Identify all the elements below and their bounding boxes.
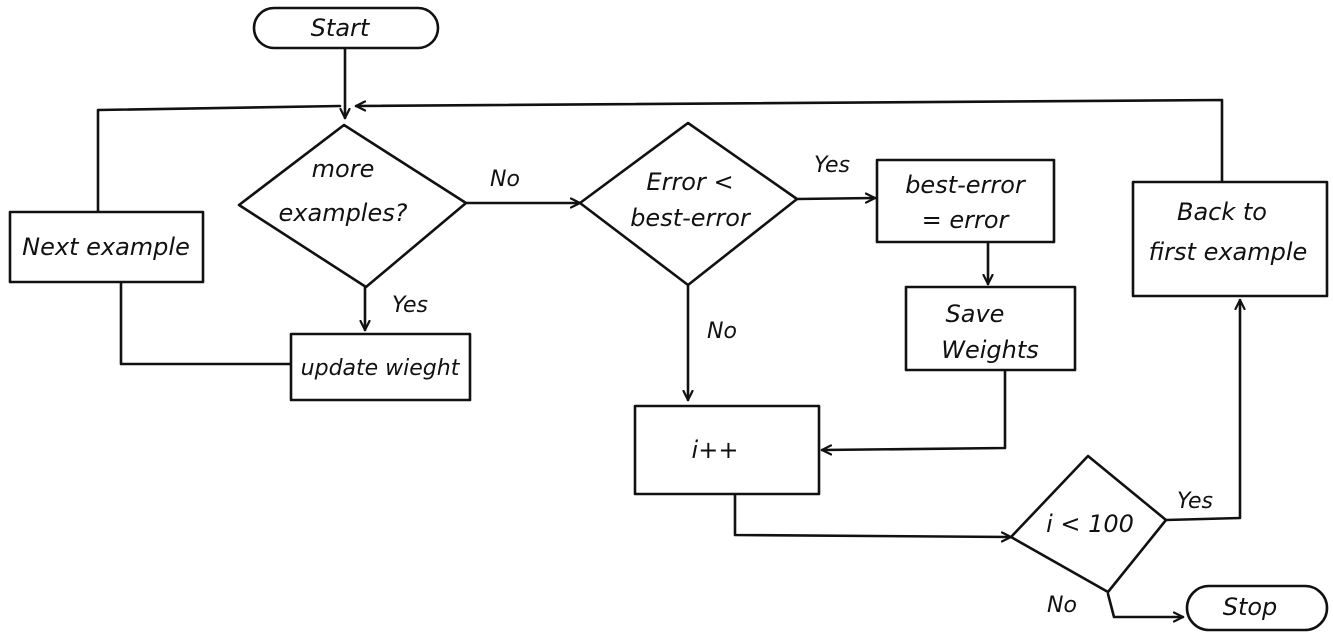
process-increment-label: i++ — [692, 436, 739, 464]
edge-back-to-first-to-decision — [354, 98, 1224, 184]
edge-next-example-to-decision — [96, 104, 342, 214]
edge-labels: No Yes Yes No Yes No — [392, 153, 1213, 618]
decision-more-examples: more examples? — [237, 123, 468, 289]
label-more-no: No — [490, 167, 520, 192]
process-increment: i++ — [633, 404, 821, 496]
edge-save-to-increment — [820, 368, 1007, 450]
start-label: Start — [311, 14, 371, 42]
process-best-error-line2: = error — [922, 206, 1011, 234]
decision-more-examples-line1: more — [312, 155, 375, 183]
label-error-yes: Yes — [814, 153, 850, 178]
edge-loop-yes — [1164, 298, 1240, 522]
start-terminal: Start — [252, 6, 440, 50]
label-error-no: No — [707, 319, 737, 344]
process-save-weights-line1: Save — [946, 300, 1005, 328]
process-next-example: Next example — [8, 210, 205, 284]
connectors — [96, 45, 1240, 617]
decision-error-line2: best-error — [630, 204, 752, 232]
label-more-yes: Yes — [392, 293, 428, 318]
process-save-weights-line2: Weights — [941, 336, 1039, 364]
stop-terminal: Stop — [1185, 584, 1329, 632]
label-loop-no: No — [1047, 593, 1077, 618]
decision-loop-label: i < 100 — [1046, 510, 1134, 538]
decision-error: Error < best-error — [578, 121, 799, 287]
edge-increment-to-loop — [733, 492, 1013, 537]
process-save-weights: Save Weights — [904, 285, 1077, 372]
process-back-to-first-line1: Back to — [1177, 198, 1267, 226]
decision-error-line1: Error < — [646, 168, 733, 196]
process-best-error: best-error = error — [875, 158, 1056, 244]
process-update-weight-label: update wieght — [301, 356, 461, 381]
process-back-to-first: Back to first example — [1131, 180, 1329, 298]
label-loop-yes: Yes — [1177, 489, 1213, 514]
edge-update-to-next — [119, 280, 293, 366]
process-back-to-first-line2: first example — [1149, 238, 1308, 266]
stop-label: Stop — [1223, 593, 1278, 621]
process-best-error-line1: best-error — [905, 171, 1027, 199]
edge-error-yes — [795, 198, 877, 199]
process-update-weight: update wieght — [289, 332, 472, 402]
process-next-example-label: Next example — [22, 233, 190, 261]
decision-loop: i < 100 — [1009, 454, 1168, 594]
decision-more-examples-line2: examples? — [279, 199, 408, 227]
edge-loop-no — [1106, 592, 1185, 617]
